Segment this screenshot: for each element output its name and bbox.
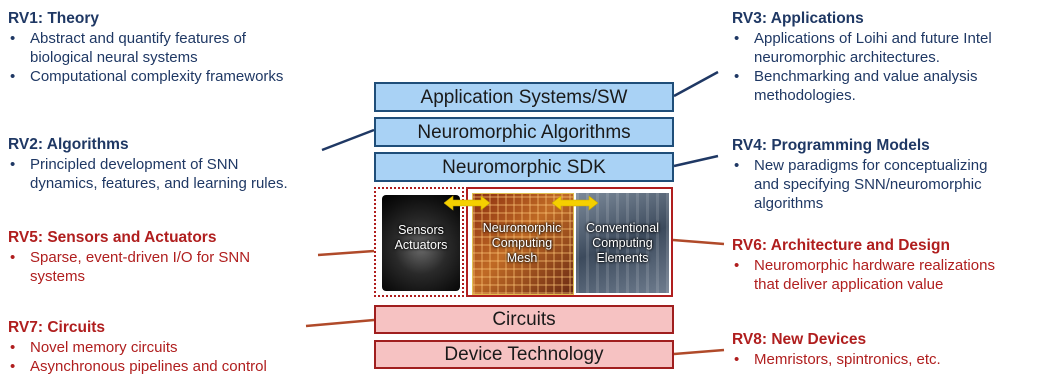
rv7-circuits: RV7: Circuits •Novel memory circuits •As… [8,318,267,376]
rv3-bullet-cont: neuromorphic architectures. [754,49,940,66]
rv7-bullet: •Asynchronous pipelines and control [10,358,267,375]
stack-device-technology: Device Technology [374,340,674,369]
sensors-outline: Sensors Actuators [374,187,464,297]
rv3-bullet-cont: methodologies. [754,87,856,104]
rv6-bullet: •Neuromorphic hardware realizations [734,257,995,274]
sensor-image [382,195,460,291]
stack-neuromorphic-sdk: Neuromorphic SDK [374,152,674,182]
double-arrow-icon [552,195,598,211]
rv8-new-devices: RV8: New Devices •Memristors, spintronic… [732,330,941,369]
double-arrow-icon [444,195,490,211]
conventional-elements-image [576,193,669,293]
rv6-connector [672,238,725,246]
rv3-bullet: •Benchmarking and value analysis [734,68,978,85]
rv6-title: RV6: Architecture and Design [732,237,950,254]
conventional-label: Conventional Computing Elements [586,221,659,265]
stack-neuromorphic-algorithms: Neuromorphic Algorithms [374,117,674,147]
rv4-bullet-cont: and specifying SNN/neuromorphic [754,176,982,193]
rv8-bullet: •Memristors, spintronics, etc. [734,351,941,368]
rv4-bullet-cont: algorithms [754,195,824,212]
rv1-bullet: •Abstract and quantify features of [10,30,246,47]
rv2-bullet-cont: dynamics, features, and learning rules. [30,175,288,192]
chip-outline: Neuromorphic Computing Mesh Conventional… [466,187,673,297]
rv5-connector [317,249,375,257]
rv6-architecture-design: RV6: Architecture and Design •Neuromorph… [732,236,995,294]
rv6-bullet-cont: that deliver application value [754,276,944,293]
rv2-bullet: •Principled development of SNN [10,156,239,173]
rv5-sensors-actuators: RV5: Sensors and Actuators •Sparse, even… [8,228,250,286]
rv8-connector [673,348,725,356]
rv1-theory: RV1: Theory •Abstract and quantify featu… [8,9,283,86]
rv4-connector [673,154,719,168]
rv7-bullet: •Novel memory circuits [10,339,178,356]
rv1-bullet: •Computational complexity frameworks [10,68,284,85]
rv2-algorithms: RV2: Algorithms •Principled development … [8,135,288,193]
sensors-label: Sensors Actuators [394,223,448,252]
neuromorphic-mesh-image [472,193,574,295]
mesh-label: Neuromorphic Computing Mesh [482,221,562,265]
rv4-title: RV4: Programming Models [732,137,930,154]
rv3-bullet: •Applications of Loihi and future Intel [734,30,992,47]
hardware-layer: Sensors Actuators Neuromorphic Computing… [374,187,673,297]
rv7-connector [305,318,375,328]
rv2-connector [321,128,375,152]
rv1-bullet-cont: biological neural systems [30,49,198,66]
rv8-title: RV8: New Devices [732,331,867,348]
rv5-bullet: •Sparse, event-driven I/O for SNN [10,249,251,266]
rv5-bullet-cont: systems [30,268,86,285]
rv5-title: RV5: Sensors and Actuators [8,229,217,246]
rv4-bullet: •New paradigms for conceptualizing [734,157,988,174]
rv3-applications: RV3: Applications •Applications of Loihi… [732,9,992,105]
rv2-title: RV2: Algorithms [8,136,129,153]
rv7-title: RV7: Circuits [8,319,106,336]
stack-circuits: Circuits [374,305,674,334]
rv3-connector [673,70,719,98]
rv1-title: RV1: Theory [8,10,100,27]
stack-application-systems: Application Systems/SW [374,82,674,112]
rv4-programming-models: RV4: Programming Models •New paradigms f… [732,136,987,213]
rv3-title: RV3: Applications [732,10,864,27]
